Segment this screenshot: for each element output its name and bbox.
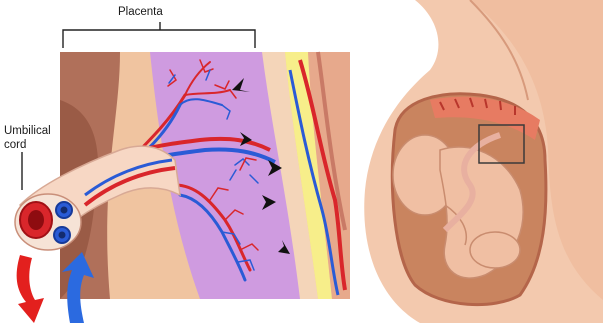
umbilical-cord-label-line1: Umbilical <box>4 125 51 138</box>
placenta-bracket <box>63 22 255 48</box>
arrow-red-down-icon <box>17 255 44 323</box>
fetus-leg <box>470 232 520 268</box>
placenta-label: Placenta <box>118 6 163 19</box>
umbilical-cord-label-line2: cord <box>4 139 26 152</box>
pregnant-abdomen <box>364 0 603 323</box>
